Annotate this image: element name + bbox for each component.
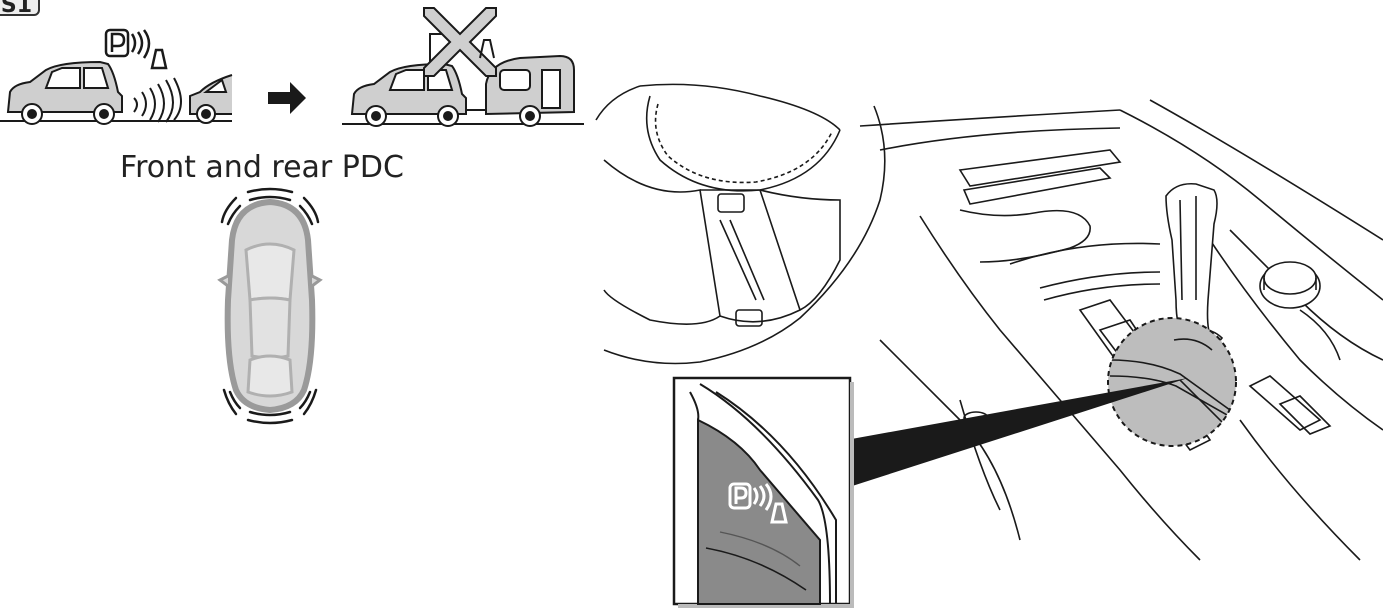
parking-sensor-icon bbox=[106, 30, 166, 68]
scene-with-trailer bbox=[342, 56, 584, 126]
caption-front-rear-pdc: Front and rear PDC bbox=[120, 150, 440, 185]
car-top-view bbox=[220, 202, 320, 410]
scene-with-obstacle bbox=[0, 62, 232, 124]
cross-icon bbox=[424, 8, 496, 76]
right-arrow-icon bbox=[268, 82, 306, 114]
button-closeup-inset bbox=[674, 378, 854, 608]
